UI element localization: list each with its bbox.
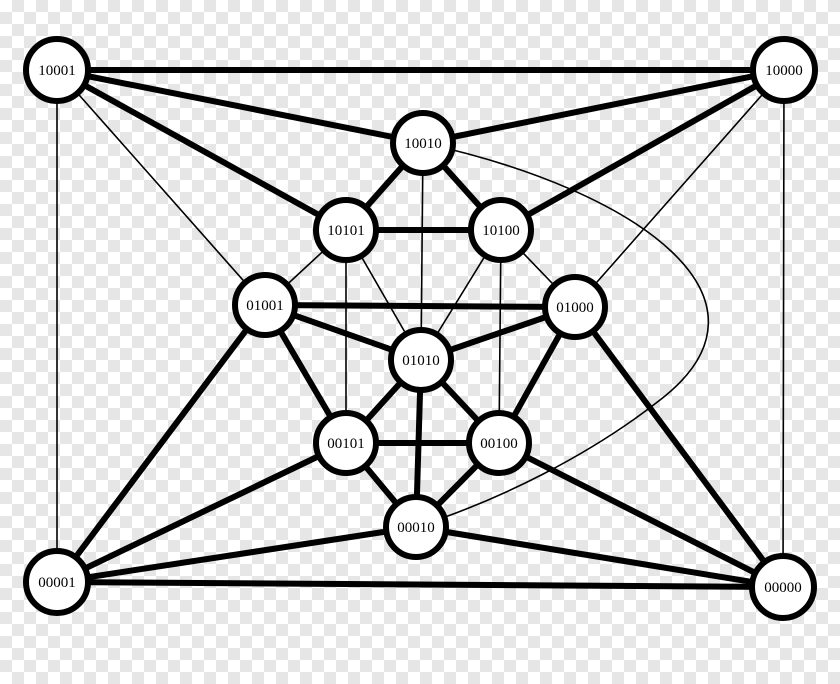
node-label: 01001 bbox=[246, 298, 284, 314]
node-10101: 10101 bbox=[313, 197, 379, 263]
edge-01000-00000 bbox=[572, 304, 786, 590]
node-circle bbox=[466, 410, 532, 476]
edge-00101-00001 bbox=[54, 440, 349, 585]
node-circle bbox=[232, 272, 298, 338]
node-circle bbox=[388, 327, 454, 393]
node-label: 01000 bbox=[556, 300, 594, 316]
edge-10000-10100 bbox=[498, 67, 787, 233]
node-circle bbox=[23, 548, 91, 616]
edge-10000-01000 bbox=[574, 69, 785, 308]
edge-00100-00000 bbox=[496, 440, 786, 590]
edge-00010-00000 bbox=[413, 524, 786, 590]
edge-00010-00001 bbox=[54, 524, 419, 585]
node-01001: 01001 bbox=[232, 272, 298, 338]
node-00001: 00001 bbox=[23, 548, 91, 616]
node-00000: 00000 bbox=[749, 553, 817, 621]
node-00100: 00100 bbox=[466, 410, 532, 476]
node-circle bbox=[749, 553, 817, 621]
node-label: 00010 bbox=[397, 520, 435, 536]
node-01010: 01010 bbox=[388, 327, 454, 393]
node-circle bbox=[313, 197, 379, 263]
node-00010: 00010 bbox=[383, 494, 449, 560]
node-layer: 10001 10000 10010 10101 10100 01001 01000 01010… bbox=[23, 36, 818, 621]
node-circle bbox=[23, 36, 91, 104]
node-circle bbox=[383, 494, 449, 560]
node-circle bbox=[390, 110, 456, 176]
node-label: 10001 bbox=[38, 63, 76, 79]
edge-10001-10010 bbox=[54, 67, 426, 146]
node-label: 00000 bbox=[764, 580, 802, 596]
node-circle bbox=[542, 274, 608, 340]
node-label: 00001 bbox=[38, 575, 76, 591]
edge-10001-01001 bbox=[56, 69, 266, 306]
node-label: 10100 bbox=[482, 223, 520, 239]
edge-10010-00010 bbox=[415, 142, 710, 528]
edge-00001-00000 bbox=[54, 579, 786, 590]
node-label: 10010 bbox=[404, 136, 442, 152]
edge-10001-10101 bbox=[54, 67, 349, 233]
edge-10000-00000 bbox=[782, 69, 785, 588]
node-00101: 00101 bbox=[313, 410, 379, 476]
node-label: 10000 bbox=[765, 63, 803, 79]
node-label: 10101 bbox=[327, 223, 365, 239]
node-10100: 10100 bbox=[468, 197, 534, 263]
edge-10010-01010 bbox=[420, 142, 424, 361]
node-label: 00100 bbox=[480, 436, 518, 452]
node-10001: 10001 bbox=[23, 36, 91, 104]
node-circle bbox=[313, 410, 379, 476]
node-label: 01010 bbox=[402, 353, 440, 369]
node-circle bbox=[468, 197, 534, 263]
node-10000: 10000 bbox=[750, 36, 818, 104]
edge-10000-10010 bbox=[420, 67, 787, 146]
edge-01001-01000 bbox=[262, 302, 578, 310]
edge-01001-00001 bbox=[54, 302, 268, 585]
node-10010: 10010 bbox=[390, 110, 456, 176]
node-01000: 01000 bbox=[542, 274, 608, 340]
edge-10100-00100 bbox=[498, 229, 502, 444]
node-circle bbox=[750, 36, 818, 104]
node-label: 00101 bbox=[327, 436, 365, 452]
